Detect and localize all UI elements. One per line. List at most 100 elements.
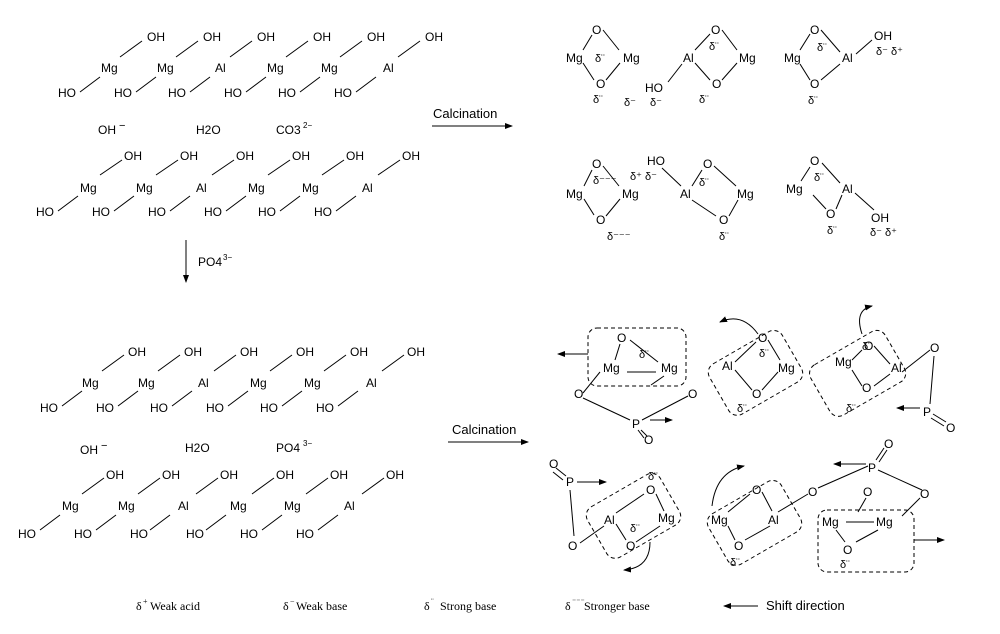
- svg-text:OH: OH: [106, 468, 124, 482]
- svg-text:δ⁻⁻⁻: δ⁻⁻⁻: [607, 231, 631, 243]
- svg-text:Al: Al: [215, 61, 226, 75]
- svg-text:Mg: Mg: [80, 181, 97, 195]
- svg-text:δ¨: δ¨: [630, 523, 640, 535]
- legend-weak-base: δ− Weak base: [283, 597, 347, 613]
- svg-text:OH: OH: [425, 30, 443, 44]
- svg-text:HO: HO: [316, 401, 334, 415]
- svg-text:P: P: [632, 417, 640, 431]
- svg-text:O: O: [864, 339, 873, 353]
- svg-text:HO: HO: [40, 401, 58, 415]
- svg-text:OH: OH: [203, 30, 221, 44]
- svg-text:HO: HO: [224, 86, 242, 100]
- svg-text:OH: OH: [184, 345, 202, 359]
- svg-text:OH: OH: [346, 149, 364, 163]
- svg-text:HO: HO: [74, 527, 92, 541]
- svg-text:δ: δ: [136, 599, 142, 613]
- svg-text:HO: HO: [240, 527, 258, 541]
- svg-text:OH: OH: [220, 468, 238, 482]
- legend-strong-base-label: Strong base: [440, 599, 496, 613]
- svg-text:Mg: Mg: [876, 515, 893, 529]
- svg-text:O: O: [843, 543, 852, 557]
- svg-text:3−: 3−: [223, 253, 232, 262]
- svg-text:Mg: Mg: [661, 361, 678, 375]
- interlayer-oh: OH: [98, 123, 116, 137]
- svg-text:δ¨: δ¨: [759, 348, 769, 360]
- svg-text:δ¨: δ¨: [639, 349, 649, 361]
- svg-text:HO: HO: [150, 401, 168, 415]
- svg-text:O: O: [592, 157, 601, 171]
- svg-text:δ¨: δ¨: [846, 403, 856, 415]
- svg-text:HO: HO: [645, 81, 663, 95]
- svg-text:Al: Al: [891, 361, 902, 375]
- svg-text:Al: Al: [196, 181, 207, 195]
- svg-text:O: O: [946, 421, 955, 435]
- shift-box-1: [587, 327, 687, 387]
- svg-text:O: O: [752, 483, 761, 497]
- svg-text:HO: HO: [206, 401, 224, 415]
- svg-text:Al: Al: [604, 513, 615, 527]
- svg-text:δ⁻⁻⁻: δ⁻⁻⁻: [593, 175, 617, 187]
- svg-text:Al: Al: [680, 187, 691, 201]
- svg-text:OH: OH: [236, 149, 254, 163]
- svg-text:HO: HO: [96, 401, 114, 415]
- svg-text:+: +: [143, 597, 148, 606]
- svg-text:O: O: [930, 341, 939, 355]
- svg-text:HO: HO: [148, 205, 166, 219]
- svg-text:HO: HO: [314, 205, 332, 219]
- legend-stronger-base: δ⁻⁻⁻ Stronger base: [565, 597, 650, 613]
- svg-text:−: −: [290, 597, 295, 606]
- svg-text:Mg: Mg: [737, 187, 754, 201]
- svg-text:Mg: Mg: [778, 361, 795, 375]
- svg-text:HO: HO: [278, 86, 296, 100]
- svg-text:δ¨: δ¨: [840, 559, 850, 571]
- svg-text:Al: Al: [198, 376, 209, 390]
- svg-text:O: O: [863, 485, 872, 499]
- svg-text:O: O: [596, 213, 605, 227]
- svg-text:HO: HO: [58, 86, 76, 100]
- svg-text:δ¨: δ¨: [595, 53, 605, 65]
- svg-text:δ: δ: [565, 599, 571, 613]
- svg-text:Mg: Mg: [321, 61, 338, 75]
- svg-text:OH: OH: [871, 211, 889, 225]
- svg-text:Mg: Mg: [138, 376, 155, 390]
- svg-text:Mg: Mg: [284, 499, 301, 513]
- svg-text:Mg: Mg: [250, 376, 267, 390]
- svg-text:O: O: [711, 23, 720, 37]
- svg-text:O: O: [646, 483, 655, 497]
- phosphate-exchange-arrow: PO4 3−: [183, 240, 232, 283]
- svg-text:δ¨: δ¨: [699, 94, 709, 106]
- svg-text:O: O: [596, 77, 605, 91]
- legend-weak-acid: δ+ Weak acid: [136, 597, 200, 613]
- svg-text:Mg: Mg: [304, 376, 321, 390]
- svg-text:OH: OH: [257, 30, 275, 44]
- svg-text:OH: OH: [386, 468, 404, 482]
- svg-text:O: O: [626, 539, 635, 553]
- svg-text:O: O: [549, 457, 558, 471]
- svg-text:Al: Al: [842, 182, 853, 196]
- svg-text:OH: OH: [330, 468, 348, 482]
- svg-text:OH: OH: [350, 345, 368, 359]
- svg-text:Mg: Mg: [822, 515, 839, 529]
- svg-text:Al: Al: [842, 51, 853, 65]
- svg-text:P: P: [566, 475, 574, 489]
- svg-text:OH: OH: [124, 149, 142, 163]
- calcination-arrow-top: Calcination: [432, 106, 513, 129]
- svg-text:−: −: [101, 440, 107, 452]
- svg-text:Mg: Mg: [62, 499, 79, 513]
- svg-text:Mg: Mg: [739, 51, 756, 65]
- phosphate-exchange-label: PO4: [198, 255, 222, 269]
- svg-text:O: O: [826, 207, 835, 221]
- svg-text:OH: OH: [313, 30, 331, 44]
- svg-text:δ¨: δ¨: [709, 41, 719, 53]
- interlayer-phosphate: OH − H2O PO4 3−: [80, 439, 312, 457]
- svg-text:O: O: [617, 331, 626, 345]
- svg-text:Mg: Mg: [302, 181, 319, 195]
